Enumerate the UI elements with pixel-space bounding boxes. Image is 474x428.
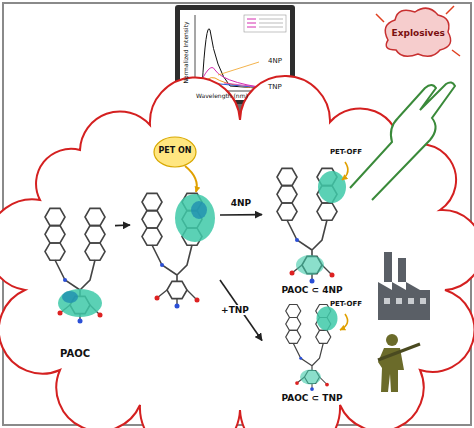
molecule-node: PET ON	[130, 135, 220, 335]
molecule-label: PAOC	[60, 348, 90, 360]
reaction-arrow	[115, 224, 130, 226]
pet-off-label: PET-OFF	[330, 148, 362, 156]
complex-label: PAOC ⊂ TNP	[281, 393, 342, 404]
axis-label: Wavelength (nm)	[196, 93, 248, 100]
pet-off-label: PET-OFF	[330, 300, 362, 308]
curve-label: TNP	[268, 83, 282, 91]
reaction-arrow	[220, 214, 262, 216]
complex-node: PET-OFF PAOC ⊂ TNP	[262, 300, 362, 404]
axis-label: Normalized Intensity	[183, 21, 190, 83]
reagent-label: 4NP	[230, 198, 252, 208]
molecule-node: PAOC	[35, 200, 115, 360]
curve-label: 4NP	[268, 57, 282, 65]
complex-node: PET-OFF PAOC ⊂ 4NP	[262, 148, 362, 296]
reaction-arrow	[220, 280, 262, 341]
reagent-label: +TNP	[220, 305, 250, 315]
pet-on-label: PET ON	[158, 146, 191, 156]
complex-label: PAOC ⊂ 4NP	[281, 285, 342, 296]
explosives-label: Explosives	[392, 28, 445, 38]
